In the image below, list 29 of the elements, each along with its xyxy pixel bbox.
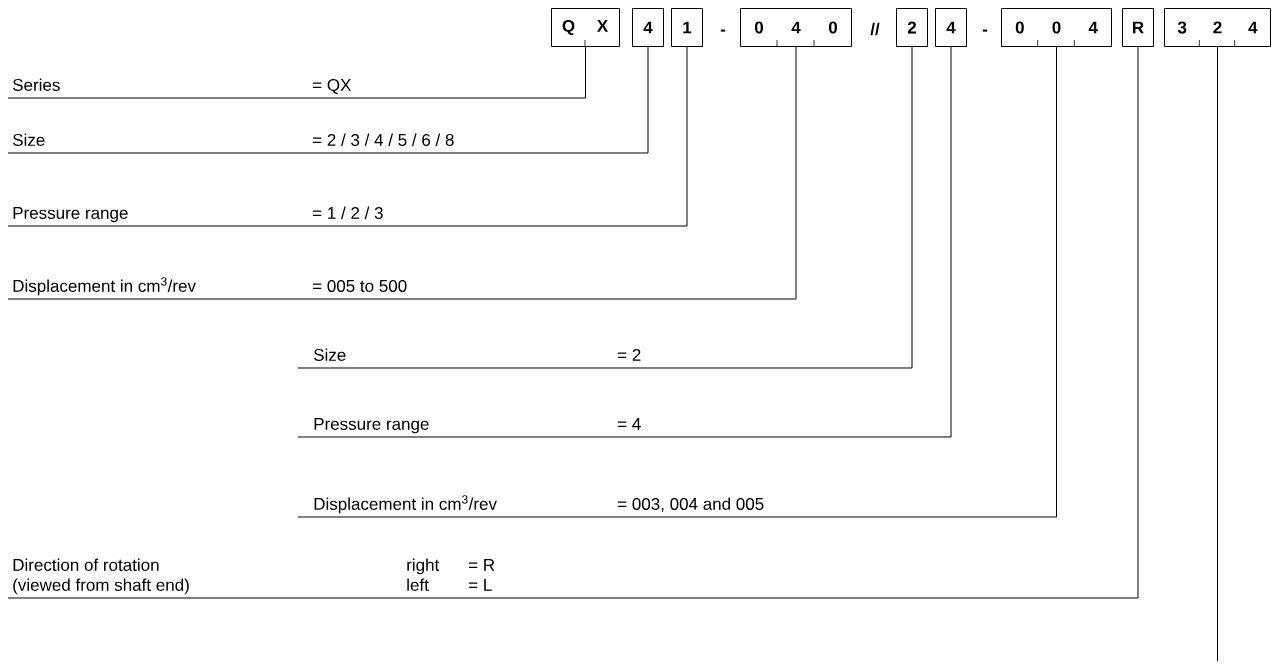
description-row: Direction of rotation (viewed from shaft end) right left = R = L [13, 558, 495, 595]
description-row: Displacement in cm$^{3}$/rev = 003, 004 and 005 [314, 495, 764, 514]
leader-line [7, 46, 1139, 599]
separator-sign: - [982, 29, 988, 32]
description-row: Size = 2 [314, 348, 641, 361]
code-box: 4 [632, 8, 664, 47]
code-box: 1 [671, 8, 703, 47]
code-box: 0 4 0 [740, 8, 852, 47]
leader-line [1217, 46, 1218, 662]
leader-line [297, 46, 913, 369]
description-row: Series = QX [13, 78, 352, 94]
separator-sign: - [720, 29, 726, 32]
description-row: Pressure range = 4 [314, 418, 641, 434]
leader-line [7, 46, 586, 99]
code-box: 3 2 4 [1164, 8, 1271, 47]
code-box: R [1122, 8, 1154, 47]
code-box: 0 0 4 [1001, 8, 1112, 47]
code-box: 2 [896, 8, 928, 47]
separator-sign: // [870, 22, 880, 36]
leader-line [7, 46, 649, 154]
description-row: Size = 2 / 3 / 4 / 5 / 6 / 8 [13, 133, 454, 146]
description-row: Displacement in cm$^{3}$/rev = 005 to 500 [13, 277, 407, 296]
leader-line [297, 46, 1057, 518]
code-box: Q X [551, 8, 620, 47]
leader-line [7, 46, 797, 300]
leader-line [297, 46, 952, 438]
leader-line [7, 46, 688, 227]
description-row: Pressure range = 1 / 2 / 3 [13, 206, 383, 223]
code-box: 4 [935, 8, 967, 47]
